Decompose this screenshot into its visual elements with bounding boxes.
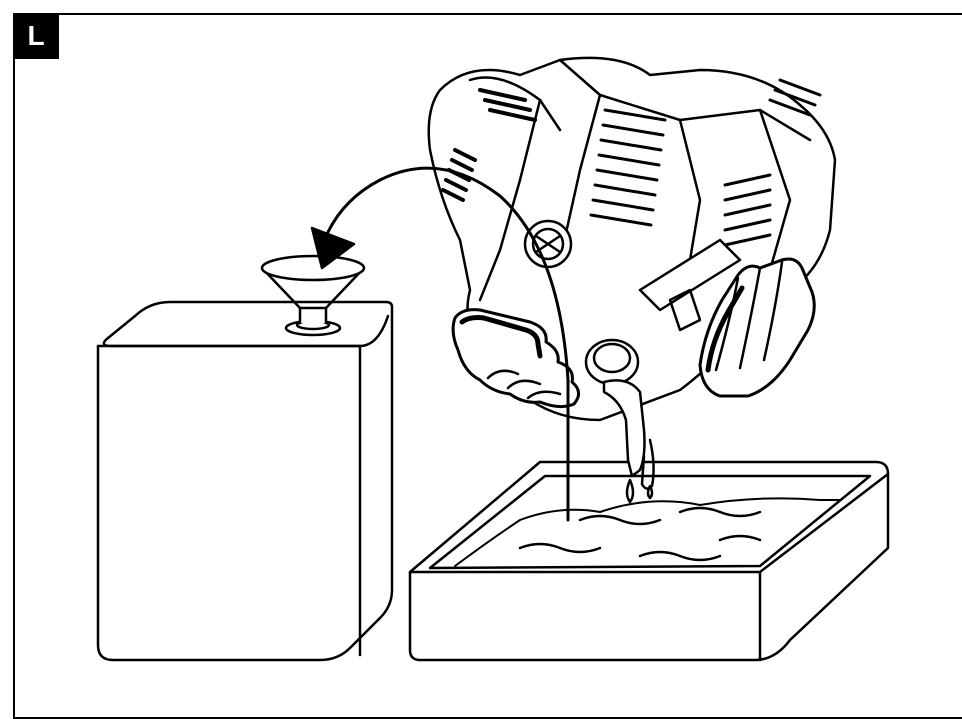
gloved-right-hand <box>698 257 816 398</box>
gloved-left-hand <box>451 308 580 409</box>
fuel-can <box>96 300 394 662</box>
fuel-stream <box>602 379 655 504</box>
drain-tray <box>408 460 890 662</box>
figure-frame <box>13 13 962 719</box>
figure-label: L <box>13 13 59 59</box>
transfer-arrow <box>310 166 570 522</box>
funnel <box>260 254 366 337</box>
